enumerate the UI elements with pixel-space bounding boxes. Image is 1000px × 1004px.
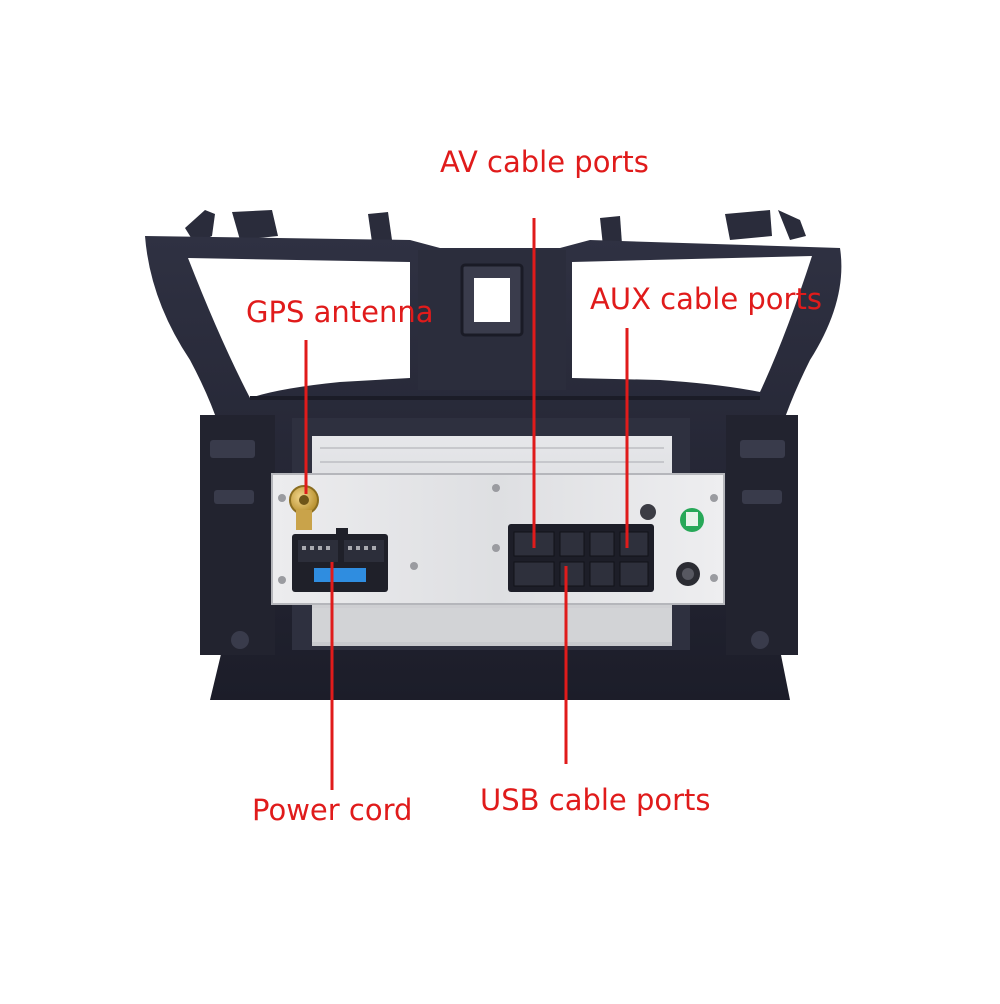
reset-button <box>640 504 656 520</box>
gps-antenna-label: GPS antenna <box>246 295 434 329</box>
usb-cable-ports-label: USB cable ports <box>480 783 711 817</box>
mounting-tabs <box>185 210 806 246</box>
gps-connector <box>289 485 319 530</box>
compliance-sticker <box>680 508 704 532</box>
power-connector <box>292 528 388 592</box>
av-cable-ports-label: AV cable ports <box>440 145 649 179</box>
power-cord-label: Power cord <box>252 793 413 827</box>
callout-lines <box>304 218 629 790</box>
aux-cable-ports-label: AUX cable ports <box>590 282 822 316</box>
aux-jack <box>676 562 700 586</box>
multi-port-connector <box>508 524 654 592</box>
